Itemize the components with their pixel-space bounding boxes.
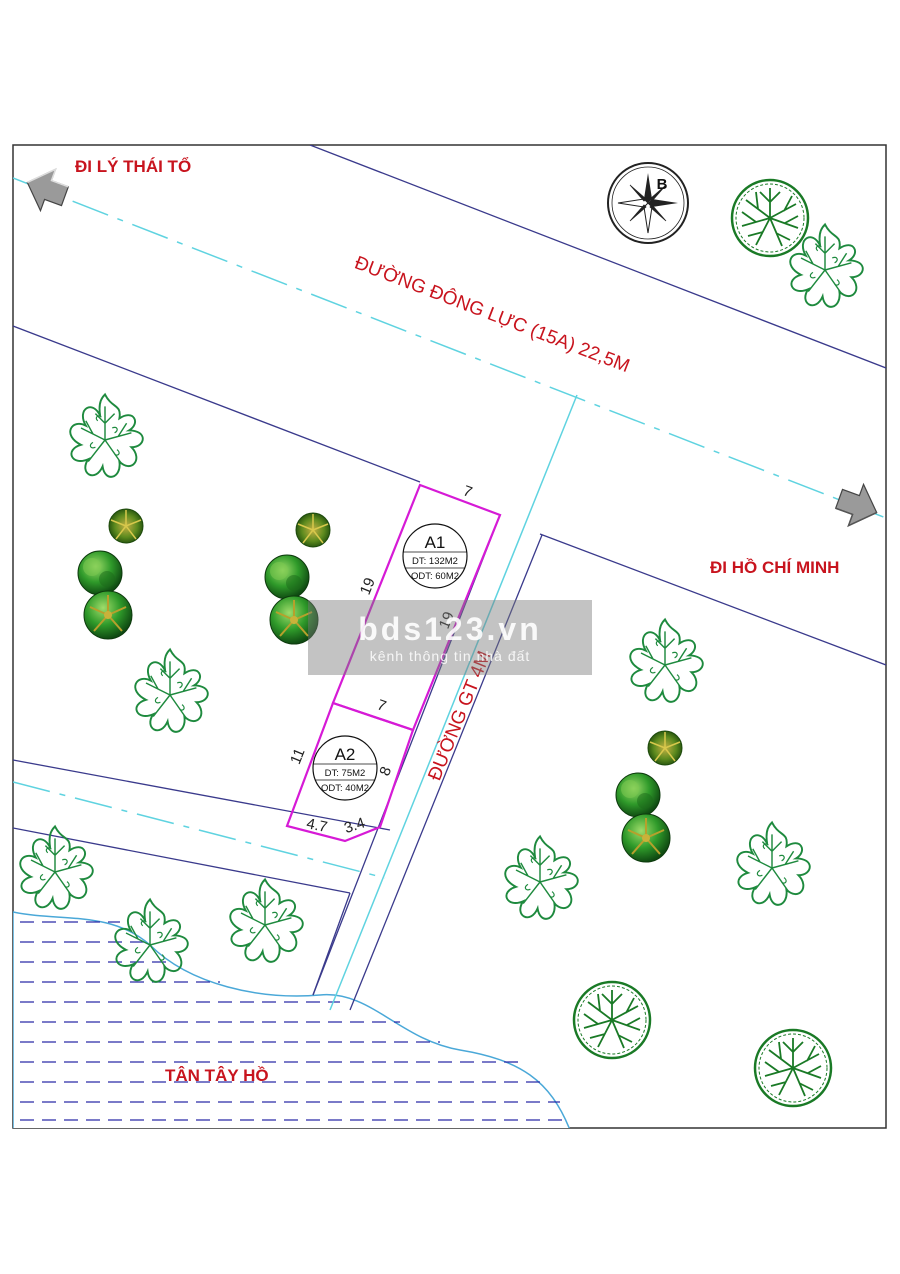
lot-a1-tag[interactable]: A1 DT: 132M2 ODT: 60M2 — [402, 523, 468, 589]
direction-ho-chi-minh-label: ĐI HỒ CHÍ MINH — [710, 558, 839, 577]
bush-icon — [83, 590, 133, 640]
watermark-main: bds123.vn — [358, 611, 542, 647]
main-road-centerline — [13, 177, 886, 519]
tree-round-icon — [572, 980, 652, 1060]
side-road-centerline — [329, 394, 578, 1011]
tree-round-icon — [753, 1028, 833, 1108]
lot-a2-tag[interactable]: A2 DT: 75M2 ODT: 40M2 — [312, 735, 378, 801]
lot-a2-area: DT: 75M2 — [325, 768, 366, 779]
bush-icon — [77, 550, 123, 596]
tree-round-icon — [730, 178, 810, 258]
compass-north-label: B — [657, 176, 668, 193]
lot-a2-boundary[interactable] — [285, 701, 415, 843]
lot-a1-area: DT: 132M2 — [412, 556, 458, 567]
palm-icon — [647, 730, 683, 766]
main-road-edge-top — [309, 145, 886, 369]
palm-icon — [108, 508, 144, 544]
arrow-left-icon — [26, 167, 70, 213]
dim-a1-left: 19 — [357, 575, 379, 597]
side-road-edge-left — [312, 514, 501, 996]
compass-icon: B — [607, 162, 689, 244]
dim-a2-bottom-right: 3.4 — [342, 814, 367, 837]
bush-icon — [621, 813, 671, 863]
lot-a1-odt: ODT: 60M2 — [411, 571, 459, 582]
side-road-edge-right — [349, 534, 543, 1011]
palm-icon — [295, 512, 331, 548]
water-hatch — [20, 921, 565, 1121]
arrow-right-icon — [834, 482, 878, 528]
lot-a2-name: A2 — [335, 745, 356, 764]
lake-area — [13, 911, 570, 1128]
watermark-sub: kênh thông tin nhà đất — [370, 648, 531, 664]
lot-a2-odt: ODT: 40M2 — [321, 783, 369, 794]
lot-a1-name: A1 — [425, 533, 446, 552]
main-road-edge-bottom — [13, 325, 421, 483]
lake-label: TÂN TÂY HỒ — [165, 1066, 269, 1085]
watermark: bds123.vn kênh thông tin nhà đất — [308, 600, 592, 675]
dim-a1-right: 19 — [436, 609, 458, 631]
dim-a2-left: 11 — [287, 746, 309, 767]
direction-ly-thai-to-label: ĐI LÝ THÁI TỔ — [75, 157, 191, 176]
bush-icon — [615, 772, 661, 818]
bush-icon — [264, 554, 310, 600]
dim-a2-bottom-left: 4.7 — [305, 815, 329, 836]
